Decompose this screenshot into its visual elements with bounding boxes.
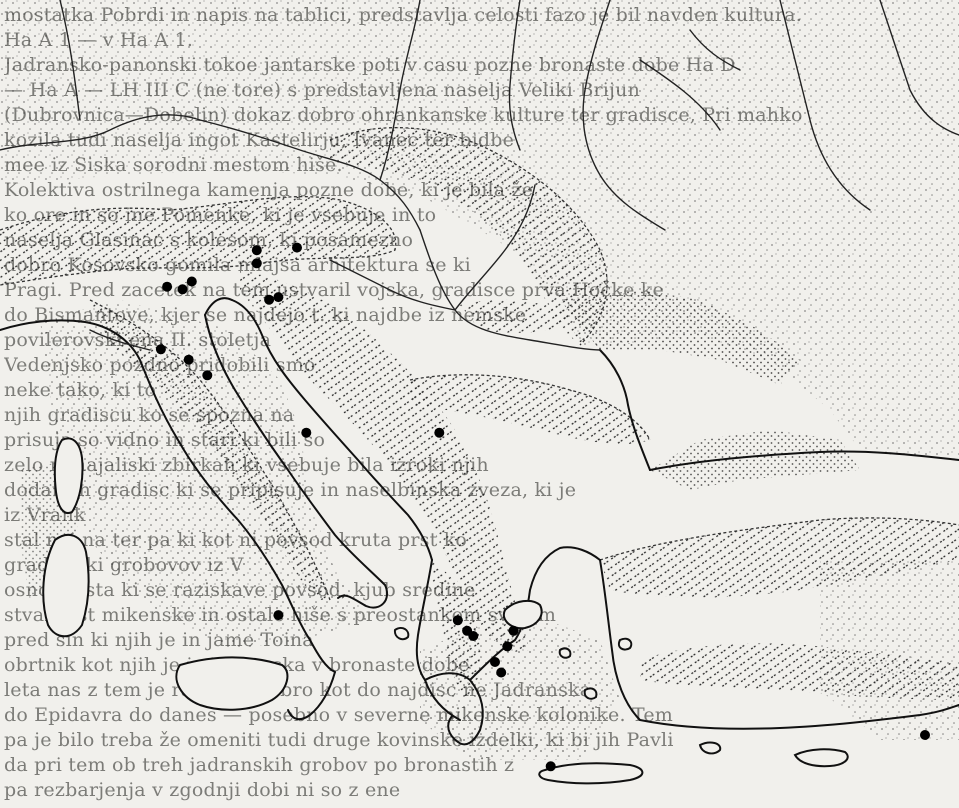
anatolian-mountains: [599, 517, 959, 700]
rivers: [0, 0, 959, 351]
alpine-mountains: [0, 196, 397, 286]
find-site-marker: [545, 761, 556, 772]
find-sites: [155, 242, 930, 772]
coastlines: [0, 297, 959, 785]
find-site-marker: [502, 641, 513, 652]
find-site-marker: [202, 370, 213, 381]
find-site-marker: [452, 615, 463, 626]
find-site-marker: [177, 284, 188, 295]
find-site-marker: [301, 427, 312, 438]
carpathian-mountains: [329, 127, 608, 346]
find-site-marker: [273, 292, 284, 303]
find-site-marker: [155, 344, 166, 355]
apennine-mountains: [89, 299, 331, 601]
greek-mountains: [430, 560, 481, 700]
find-site-marker: [292, 242, 302, 253]
find-site-marker: [183, 354, 194, 365]
background-text-line: pa rezbarjenja v zgodnji dobi ni so z en…: [4, 779, 401, 801]
find-site-marker: [264, 294, 275, 305]
background-text-line: da pri tem ob treh jadranskih grobov po …: [4, 754, 515, 776]
find-site-marker: [508, 625, 519, 636]
find-site-marker: [186, 276, 197, 287]
find-site-marker: [468, 631, 479, 641]
find-site-marker: [920, 730, 930, 740]
find-site-marker: [251, 258, 262, 269]
find-site-marker: [251, 245, 262, 256]
find-site-marker: [434, 427, 445, 438]
find-site-marker: [273, 610, 284, 621]
find-site-marker: [496, 667, 507, 678]
find-site-marker: [490, 657, 500, 667]
lowland-stipple: [0, 0, 959, 760]
find-site-marker: [162, 281, 173, 292]
